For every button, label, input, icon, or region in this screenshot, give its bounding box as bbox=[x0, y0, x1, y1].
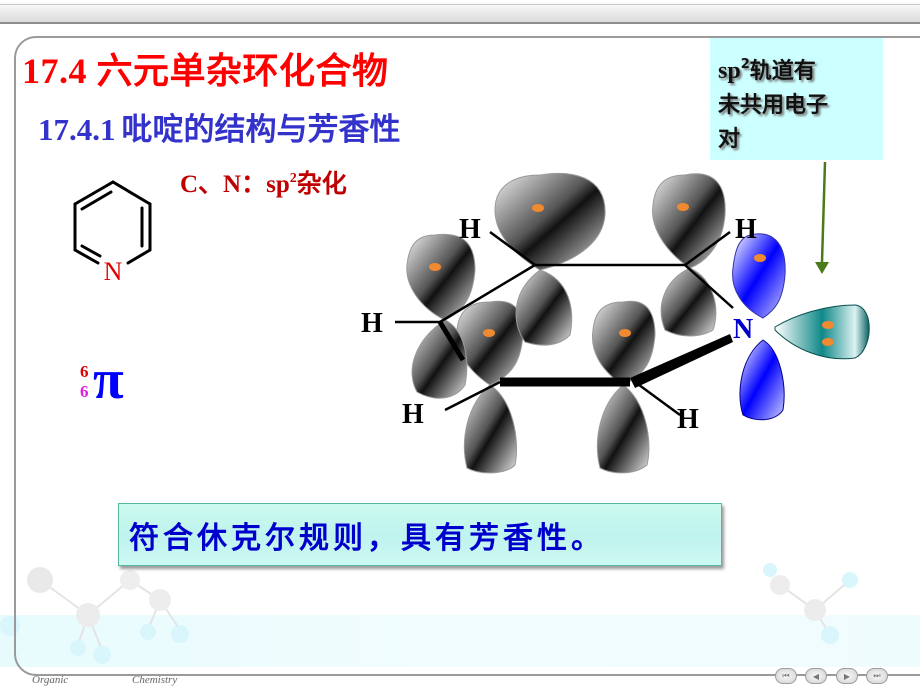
hybridization-label: C、N：sp2杂化 bbox=[180, 164, 347, 200]
slide-frame bbox=[14, 36, 920, 676]
next-slide-button[interactable]: ▶ bbox=[836, 668, 858, 684]
hybridization-prefix: C、N：sp bbox=[180, 171, 290, 198]
hybridization-superscript: 2 bbox=[289, 171, 297, 186]
footer-organic: Organic bbox=[32, 674, 69, 686]
subtitle-text: 吡啶的结构与芳香性 bbox=[121, 112, 401, 147]
pi-symbol: π bbox=[93, 349, 124, 411]
pi-superscript: 6 bbox=[80, 362, 89, 381]
lone-pair-note-box: sp2轨道有 未共用电子 对 bbox=[710, 38, 883, 160]
svg-text:N: N bbox=[733, 314, 753, 345]
svg-text:H: H bbox=[459, 214, 481, 245]
note-line-1: sp2轨道有 bbox=[718, 48, 883, 89]
slide-title: 17.4 六元单杂环化合物 bbox=[22, 51, 389, 91]
note-line1-suffix: 轨道有 bbox=[749, 59, 816, 84]
first-slide-button[interactable]: ⏮ bbox=[775, 668, 797, 684]
molecule-decoration-icon bbox=[0, 563, 858, 664]
background-band bbox=[0, 615, 920, 667]
previous-slide-button[interactable]: ◀ bbox=[805, 668, 827, 684]
svg-text:H: H bbox=[361, 308, 383, 339]
pyridine-structure-icon: N bbox=[73, 180, 152, 286]
subtitle-number: 17.4.1 bbox=[38, 112, 116, 147]
note-line-2: 未共用电子 bbox=[718, 93, 829, 118]
note-line-3: 对 bbox=[718, 127, 741, 152]
pyridine-n-atom: N bbox=[104, 257, 123, 286]
top-bar-line bbox=[0, 4, 920, 5]
svg-text:H: H bbox=[677, 404, 699, 435]
slide-top-bar bbox=[0, 0, 920, 24]
conclusion-box: 符合休克尔规则，具有芳香性。 bbox=[118, 503, 722, 566]
note-sup: 2 bbox=[740, 57, 750, 72]
last-slide-button[interactable]: ⏭ bbox=[866, 668, 888, 684]
note-sp: sp bbox=[718, 58, 741, 84]
pi-subscript: 6 bbox=[80, 382, 89, 401]
hybridization-suffix: 杂化 bbox=[296, 171, 347, 198]
svg-text:H: H bbox=[735, 214, 757, 245]
footer-chemistry: Chemistry bbox=[132, 674, 178, 686]
svg-text:H: H bbox=[402, 399, 424, 430]
pyridine-orbital-diagram: H H H H H N bbox=[361, 172, 870, 474]
